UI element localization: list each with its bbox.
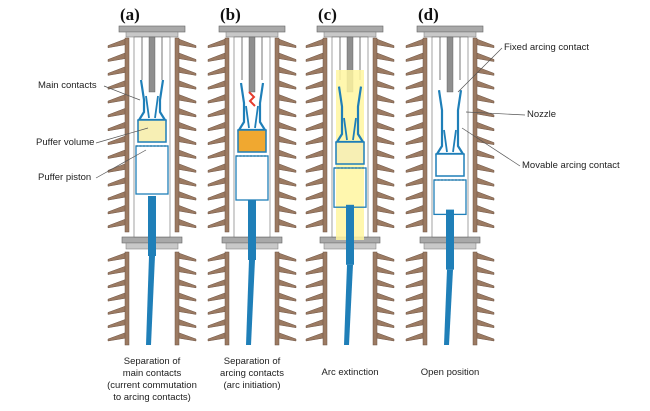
top-flange bbox=[316, 25, 384, 33]
operating-rod bbox=[146, 256, 155, 345]
operating-rod bbox=[444, 269, 453, 345]
breaker-panel-b bbox=[207, 25, 297, 346]
drive-rod bbox=[346, 204, 354, 265]
movable-cylinder bbox=[135, 145, 169, 195]
lower-insulator bbox=[305, 251, 395, 346]
drive-rod bbox=[248, 200, 256, 260]
insulator-wall bbox=[372, 37, 378, 233]
callout-nozzle: Nozzle bbox=[527, 109, 556, 120]
insulator-wall bbox=[472, 251, 478, 346]
nozzle bbox=[443, 129, 457, 153]
caption-a-line: (current commutation bbox=[107, 380, 197, 391]
leader-fixed-arcing-contact bbox=[457, 47, 503, 93]
puffer-volume bbox=[335, 141, 365, 165]
puffer-volume bbox=[137, 119, 167, 143]
leader-puffer-piston bbox=[95, 149, 147, 179]
insulator-wall bbox=[372, 251, 378, 346]
panel-letter-c: (c) bbox=[318, 5, 337, 24]
leader-puffer-volume bbox=[95, 127, 149, 144]
caption-b: Separation of arcing contacts (arc initi… bbox=[220, 356, 284, 391]
caption-d: Open position bbox=[421, 367, 480, 378]
nozzle bbox=[343, 117, 357, 141]
lower-insulator bbox=[207, 251, 297, 346]
insulator-wall bbox=[174, 37, 180, 233]
top-flange-ring bbox=[225, 31, 279, 38]
panel-letter-d: (d) bbox=[418, 5, 439, 24]
top-flange bbox=[416, 25, 484, 33]
top-flange-ring bbox=[423, 31, 477, 38]
insulator-wall bbox=[224, 37, 230, 233]
callout-puffer-piston: Puffer piston bbox=[38, 172, 91, 183]
leader-main-contacts bbox=[103, 85, 141, 101]
insulator-wall bbox=[472, 37, 478, 233]
leader-nozzle bbox=[465, 111, 526, 116]
caption-a-line: main contacts bbox=[123, 368, 182, 379]
breaker-panel-d bbox=[405, 25, 495, 346]
nozzle bbox=[145, 95, 159, 119]
insulator-wall bbox=[422, 251, 428, 346]
top-flange bbox=[118, 25, 186, 33]
caption-b-line: arcing contacts bbox=[220, 368, 284, 379]
caption-d-line: Open position bbox=[421, 367, 480, 378]
fixed-rod bbox=[148, 36, 156, 93]
insulator-wall bbox=[124, 37, 130, 233]
fixed-rod bbox=[248, 36, 256, 93]
caption-b-line: Separation of bbox=[224, 356, 281, 367]
insulator-wall bbox=[274, 37, 280, 233]
panel-letter-a: (a) bbox=[120, 5, 140, 24]
breaker-panel-c bbox=[305, 25, 395, 346]
drive-rod bbox=[446, 209, 454, 270]
upper-insulator bbox=[305, 37, 395, 233]
upper-insulator bbox=[405, 37, 495, 233]
caption-c-line: Arc extinction bbox=[321, 367, 378, 378]
insulator-wall bbox=[224, 251, 230, 346]
operating-rod bbox=[246, 260, 255, 345]
callout-movable-arcing-contact: Movable arcing contact bbox=[522, 160, 620, 171]
caption-a-line: to arcing contacts) bbox=[113, 392, 191, 403]
callout-puffer-volume: Puffer volume bbox=[36, 137, 94, 148]
top-flange-ring bbox=[125, 31, 179, 38]
caption-a: Separation of main contacts (current com… bbox=[107, 356, 197, 403]
nozzle bbox=[245, 105, 259, 129]
insulator-wall bbox=[174, 251, 180, 346]
caption-c: Arc extinction bbox=[321, 367, 378, 378]
leader-movable-arcing-contact bbox=[461, 127, 521, 167]
fixed-rod bbox=[446, 36, 454, 93]
upper-insulator bbox=[207, 37, 297, 233]
operating-rod bbox=[344, 264, 353, 345]
insulator-wall bbox=[322, 37, 328, 233]
top-flange bbox=[218, 25, 286, 33]
puffer-volume bbox=[237, 129, 267, 153]
upper-insulator bbox=[107, 37, 197, 233]
arc bbox=[248, 91, 256, 107]
top-flange-ring bbox=[323, 31, 377, 38]
puffer-volume bbox=[435, 153, 465, 177]
caption-a-line: Separation of bbox=[124, 356, 181, 367]
insulator-wall bbox=[124, 251, 130, 346]
callout-fixed-arcing-contact: Fixed arcing contact bbox=[504, 42, 589, 53]
panel-letter-b: (b) bbox=[220, 5, 241, 24]
callout-main-contacts: Main contacts bbox=[38, 80, 97, 91]
breaker-panel-a bbox=[107, 25, 197, 346]
insulator-wall bbox=[274, 251, 280, 346]
insulator-wall bbox=[422, 37, 428, 233]
lower-insulator bbox=[107, 251, 197, 346]
lower-insulator bbox=[405, 251, 495, 346]
drive-rod bbox=[148, 196, 156, 256]
caption-b-line: (arc initiation) bbox=[223, 380, 280, 391]
insulator-wall bbox=[322, 251, 328, 346]
